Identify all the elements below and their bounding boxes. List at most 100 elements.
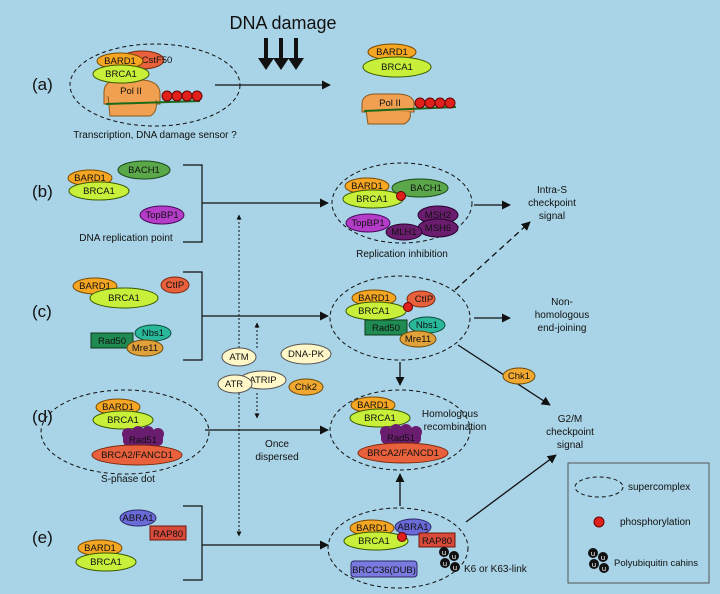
caption-b: DNA replication point xyxy=(79,233,173,244)
phospho-dot xyxy=(397,532,407,542)
brca1-label: BRCA1 xyxy=(108,293,140,304)
pol2-label: Pol II xyxy=(379,98,401,109)
rap80-protein xyxy=(149,525,187,541)
mre11-label: Mre11 xyxy=(132,343,158,354)
brca1-label: BRCA1 xyxy=(356,194,388,205)
outcome-g2m-line2: checkpoint xyxy=(546,427,594,438)
brca2-label: BRCA2/FANCD1 xyxy=(367,448,439,459)
outcome-intra-s-line3: signal xyxy=(539,211,565,222)
brca1-label: BRCA1 xyxy=(358,306,390,317)
supercomplex-d-result xyxy=(329,389,471,471)
arrow-e-to-g2m xyxy=(465,454,557,523)
brca1-protein xyxy=(75,552,137,572)
legend-polyubiquitin-label: Polyubiquitin cahins xyxy=(614,558,698,569)
svg-text:u: u xyxy=(592,561,596,569)
rad51-protein xyxy=(122,426,164,446)
abra1-protein xyxy=(119,509,157,527)
atr-label: ATR xyxy=(225,379,243,390)
brca1-protein xyxy=(362,56,432,78)
rap80-label: RAP80 xyxy=(153,529,183,540)
brca1-label: BRCA1 xyxy=(90,557,122,568)
brcc36-protein xyxy=(350,560,418,578)
mlh1-label: MLH1 xyxy=(391,227,416,238)
msh6-label: MSH6 xyxy=(425,223,451,234)
topbp1-protein xyxy=(139,205,185,225)
rad50-protein xyxy=(90,332,134,349)
caption-b-result: Replication inhibition xyxy=(356,249,448,260)
abra1-label: ABRA1 xyxy=(122,513,153,524)
brca1-label: BRCA1 xyxy=(105,69,137,80)
legend-polyubiquitin-icon: u u u u xyxy=(588,548,609,573)
brcc36-label: BRCC36(DUB) xyxy=(352,565,416,576)
bracket-b xyxy=(183,164,203,243)
phospho-dot xyxy=(396,191,406,201)
rad51-protein xyxy=(380,424,422,444)
svg-text:u: u xyxy=(443,560,447,568)
abra1-protein xyxy=(394,518,432,536)
supercomplex-b xyxy=(331,162,473,244)
row-label-c: (c) xyxy=(32,302,52,321)
chk2-protein xyxy=(288,378,324,396)
brca1-label: BRCA1 xyxy=(358,536,390,547)
ctip-label: CtIP xyxy=(415,294,433,305)
bard1-label: BARD1 xyxy=(357,400,389,411)
bard1-label: BARD1 xyxy=(79,281,111,292)
nbs1-label: Nbs1 xyxy=(142,328,164,339)
bard1-label: BARD1 xyxy=(356,523,388,534)
rad51-label: Rad51 xyxy=(387,433,415,444)
once-dispersed-line2: dispersed xyxy=(255,452,298,463)
legend: supercomplex phosphorylation u u u u Pol… xyxy=(567,462,710,584)
homologous-line2: recombination xyxy=(424,422,487,433)
mre11-label: Mre11 xyxy=(405,334,431,345)
brca2-label: BRCA2/FANCD1 xyxy=(101,450,173,461)
dnapk-label: DNA-PK xyxy=(288,349,325,360)
supercomplex-d xyxy=(40,389,210,475)
supercomplex-c xyxy=(329,275,471,361)
damage-arrows xyxy=(258,38,304,70)
bard1-label: BARD1 xyxy=(102,402,134,413)
supercomplex-e xyxy=(327,507,469,589)
atr-protein xyxy=(217,374,253,394)
chk2-label: Chk2 xyxy=(295,382,317,393)
atm-protein xyxy=(221,347,257,367)
title: DNA damage xyxy=(229,13,336,33)
brca1-protein xyxy=(343,531,409,551)
brca1-label: BRCA1 xyxy=(381,62,413,73)
brca1-label: BRCA1 xyxy=(364,413,396,424)
cstf50-label: CstF50 xyxy=(142,55,173,66)
bard1-label: BARD1 xyxy=(358,293,390,304)
bach1-label: BACH1 xyxy=(410,183,442,194)
mre11-protein xyxy=(399,330,437,348)
caption-d: S-phase dot xyxy=(101,474,155,485)
row-label-d: (d) xyxy=(32,407,53,426)
atm-label: ATM xyxy=(229,352,248,363)
caption-a: Transcription, DNA damage sensor ? xyxy=(73,130,237,141)
legend-supercomplex-label: supercomplex xyxy=(628,482,690,493)
row-label-b: (b) xyxy=(32,182,53,201)
ctip-protein xyxy=(406,290,436,308)
chk1-label: Chk1 xyxy=(508,371,530,382)
bard1-label: BARD1 xyxy=(376,47,408,58)
svg-text:u: u xyxy=(453,564,457,572)
brca2-protein xyxy=(357,442,449,464)
legend-supercomplex-icon xyxy=(574,476,624,498)
svg-text:u: u xyxy=(452,553,456,561)
brca1-protein xyxy=(349,408,411,428)
outcome-g2m-line1: G2/M xyxy=(558,414,582,425)
chk1-protein xyxy=(502,367,536,385)
bard1-label: BARD1 xyxy=(351,181,383,192)
svg-text:u: u xyxy=(591,550,595,558)
brca1-protein xyxy=(92,64,150,84)
pol2-complex-free xyxy=(361,93,457,125)
brca1-label: BRCA1 xyxy=(107,415,139,426)
bard1-label: BARD1 xyxy=(84,543,116,554)
outcome-intra-s-line2: checkpoint xyxy=(528,198,576,209)
nbs1-label: Nbs1 xyxy=(416,320,438,331)
bracket-e xyxy=(183,505,203,581)
pol2-label: Pol II xyxy=(120,86,142,97)
abra1-label: ABRA1 xyxy=(397,522,428,533)
brca2-protein xyxy=(91,444,183,466)
bach1-label: BACH1 xyxy=(128,165,160,176)
row-label-e: (e) xyxy=(32,528,53,547)
